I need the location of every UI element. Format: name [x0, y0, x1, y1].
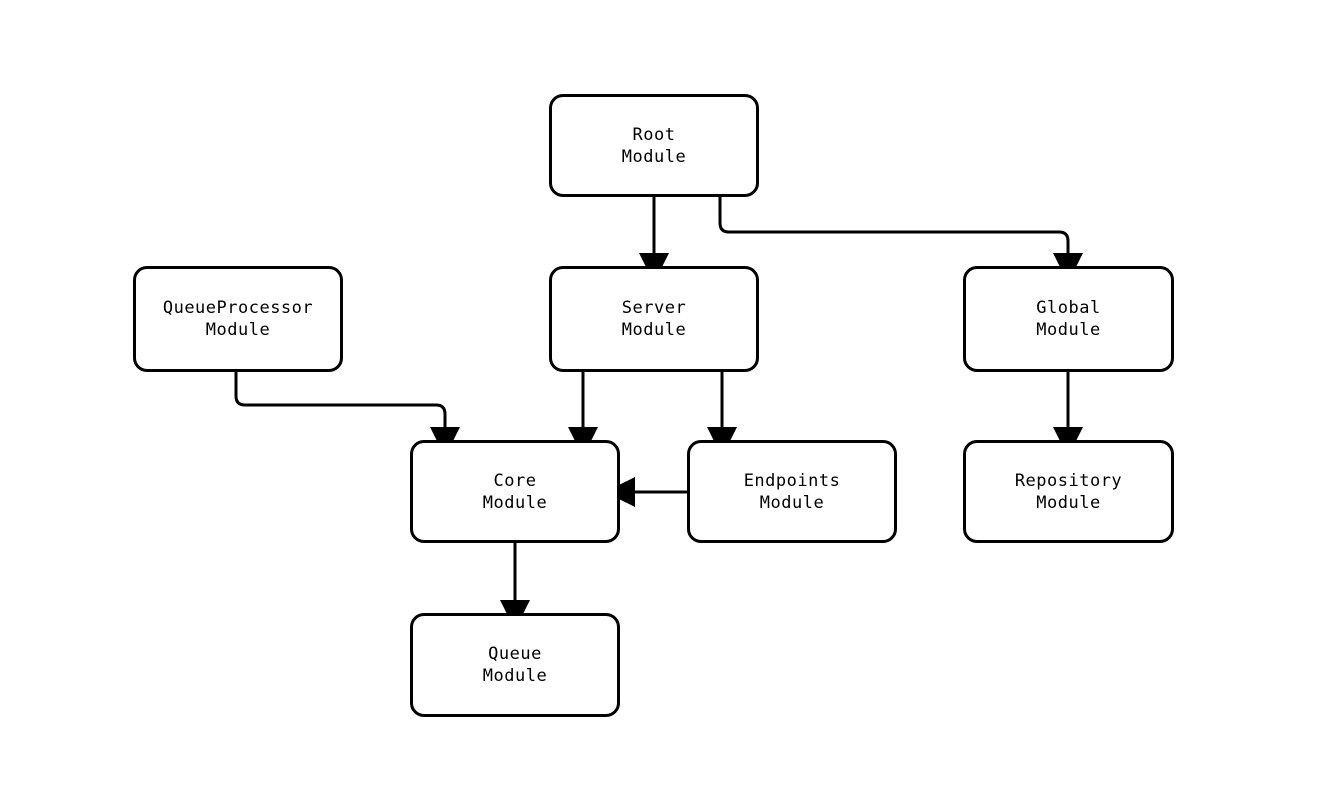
- edge-paths: [234, 197, 1083, 630]
- node-queueprocessor-label-line1: QueueProcessor: [162, 298, 314, 318]
- node-repository-label-line1: Repository: [1014, 470, 1123, 491]
- node-repository-label-line2: Module: [1036, 492, 1101, 513]
- node-endpoints-label-line1: Endpoints: [743, 470, 841, 491]
- node-global-label-line1: Global: [1036, 298, 1101, 318]
- node-queue-label-line1: Queue: [488, 644, 542, 664]
- node-queueprocessor-label-line2: Module: [205, 320, 271, 340]
- node-core-label-line1: Core: [493, 470, 537, 491]
- edge-queueprocessor-to-core: [234, 372, 460, 457]
- node-core-label-line2: Module: [482, 492, 548, 513]
- node-root-label-line2: Module: [621, 146, 687, 167]
- node-queue-label-line2: Module: [482, 666, 548, 686]
- node-endpoints-label-line2: Module: [759, 492, 825, 513]
- node-root-label-line1: Root: [632, 124, 676, 145]
- edge-root-to-global: [718, 197, 1083, 283]
- node-server-label-line2: Module: [621, 320, 687, 340]
- node-server-label-line1: Server: [621, 298, 687, 318]
- node-global-label-line2: Module: [1036, 320, 1101, 340]
